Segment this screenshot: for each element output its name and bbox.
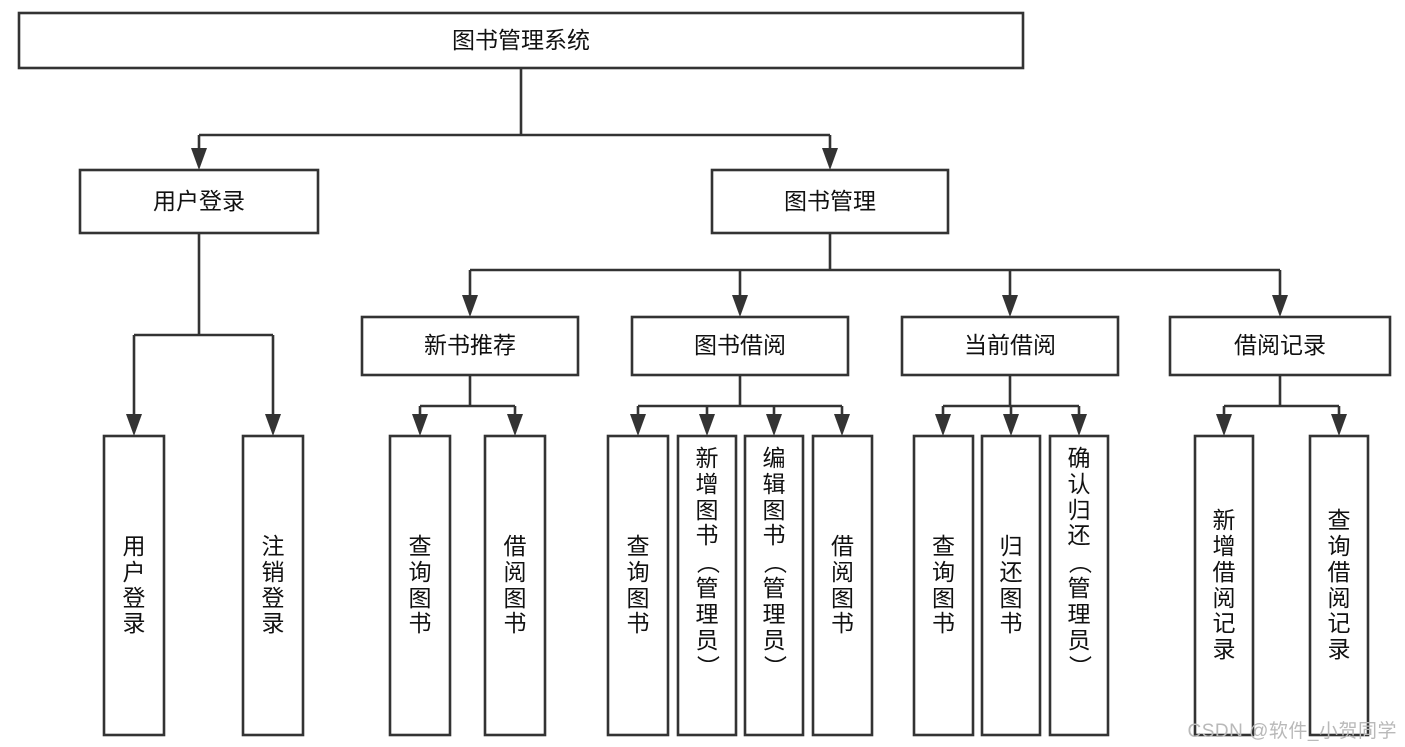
leaf-borrow-book-newbook[interactable] xyxy=(483,434,547,737)
leaf-query-book-newbook[interactable] xyxy=(388,434,452,737)
arrow-head-new-book-rec xyxy=(462,295,478,317)
leaf-borrow-book-borrow[interactable] xyxy=(811,434,874,737)
node-box-layer xyxy=(17,11,1392,737)
node-user-login[interactable] xyxy=(78,168,320,235)
node-new-book-recommend[interactable] xyxy=(360,315,580,377)
arrow-head-query-book-1 xyxy=(412,414,428,436)
node-current-borrow[interactable] xyxy=(900,315,1120,377)
node-book-borrow[interactable] xyxy=(630,315,850,377)
arrow-head-borrow-record xyxy=(1272,295,1288,317)
arrow-head-query-record xyxy=(1331,414,1347,436)
arrow-head-add-record xyxy=(1216,414,1232,436)
leaf-query-book-borrow[interactable] xyxy=(606,434,670,737)
leaf-edit-book-admin[interactable] xyxy=(743,434,805,737)
label-book-management: 图书管理 xyxy=(784,188,876,214)
label-borrow-record: 借阅记录 xyxy=(1234,332,1326,358)
connector-layer xyxy=(126,68,1347,436)
csdn-watermark: CSDN @软件_小贺同学 xyxy=(1187,721,1397,742)
arrow-head-return-book xyxy=(1003,414,1019,436)
arrow-head-leaf-user-login xyxy=(126,414,142,436)
arrow-head-book-borrow xyxy=(732,295,748,317)
node-borrow-record[interactable] xyxy=(1168,315,1392,377)
arrow-head-borrow-book-1 xyxy=(507,414,523,436)
leaf-confirm-return-admin[interactable] xyxy=(1048,434,1110,737)
leaf-add-borrow-record[interactable] xyxy=(1193,434,1255,737)
label-current-borrow: 当前借阅 xyxy=(964,332,1056,358)
arrow-head-query-book-2 xyxy=(630,414,646,436)
arrow-head-borrow-book-2 xyxy=(834,414,850,436)
arrow-head-current-borrow xyxy=(1002,295,1018,317)
label-user-login: 用户登录 xyxy=(153,188,245,214)
leaf-user-login[interactable] xyxy=(102,434,166,737)
arrow-head-add-book xyxy=(699,414,715,436)
arrow-head-confirm-return xyxy=(1071,414,1087,436)
leaf-add-book-admin[interactable] xyxy=(676,434,738,737)
leaf-query-book-current[interactable] xyxy=(912,434,975,737)
label-root-book-management-system: 图书管理系统 xyxy=(452,27,590,53)
label-book-borrow: 图书借阅 xyxy=(694,332,786,358)
node-book-management[interactable] xyxy=(710,168,950,235)
arrow-head-query-book-3 xyxy=(935,414,951,436)
label-new-book-recommend: 新书推荐 xyxy=(424,332,516,358)
arrow-head-leaf-logout xyxy=(265,414,281,436)
leaf-query-borrow-record[interactable] xyxy=(1308,434,1370,737)
arrow-head-user-login xyxy=(191,148,207,170)
leaf-logout[interactable] xyxy=(241,434,305,737)
leaf-return-book[interactable] xyxy=(980,434,1042,737)
arrow-head-edit-book xyxy=(766,414,782,436)
node-root-book-management-system[interactable] xyxy=(17,11,1025,70)
horizontal-label-layer: 图书管理系统 用户登录 图书管理 新书推荐 图书借阅 当前借阅 借阅记录 xyxy=(153,27,1326,358)
arrow-head-book-mgmt xyxy=(822,148,838,170)
